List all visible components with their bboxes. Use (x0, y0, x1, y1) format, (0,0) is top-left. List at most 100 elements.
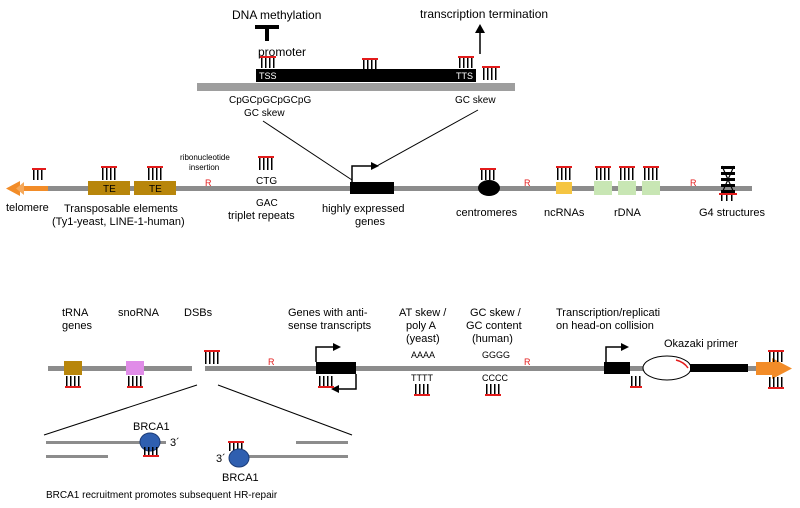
collision-label-2: on head-on collision (556, 320, 654, 332)
ribonucleotide-label-2: insertion (189, 163, 219, 172)
three-prime-bottom-label: 3´ (216, 453, 226, 465)
sense-arrow-icon (315, 346, 334, 362)
highly-expressed-label-1: highly expressed (322, 203, 405, 215)
zoom-line-dsb-right (217, 384, 353, 436)
highly-expressed-gene-body (350, 182, 394, 194)
zoom-line-left (262, 120, 353, 181)
gggg-label: GGGG (482, 350, 510, 360)
rloop-glyph-icon (143, 447, 159, 457)
rloop-glyph-icon (260, 56, 276, 68)
antisense-arrow-icon (338, 374, 357, 390)
at-skew-label-2: poly A (406, 320, 437, 332)
ribonucleotide-label-1: ribonucleotide (180, 153, 230, 162)
row2-left-track (48, 366, 192, 371)
antisense-arrowhead-icon (331, 385, 339, 393)
gc-skew-right-label: GC skew (455, 95, 496, 106)
zoom-line-right (374, 109, 479, 168)
rloop-glyph-icon (485, 384, 501, 396)
replicated-strand (690, 364, 748, 372)
cccc-label: CCCC (482, 373, 508, 383)
rloop-glyph-icon (768, 350, 784, 362)
trna-label-1: tRNA (62, 307, 89, 319)
centromere-shape (478, 180, 500, 196)
replication-bubble (642, 355, 692, 381)
r-marker-3: R (690, 178, 697, 188)
telomere-arrow-icon (6, 181, 48, 196)
ncrnas-label: ncRNAs (544, 207, 585, 219)
rloop-glyph-icon (482, 66, 500, 80)
collision-gene-arrow-icon (605, 346, 622, 362)
broken-end-top-strand (46, 441, 166, 444)
rloop-glyph-icon (414, 384, 430, 396)
telomere-end-arrow-icon (756, 358, 792, 379)
inset-dna-strand (197, 83, 515, 91)
brca1-caption: BRCA1 recruitment promotes subsequent HR… (46, 490, 278, 501)
tss-label: TSS (259, 71, 277, 81)
three-prime-top-label: 3´ (170, 437, 180, 449)
r-marker-row2-1: R (268, 357, 275, 367)
brca1-protein-top (139, 432, 161, 452)
rloop-glyph-icon (204, 350, 220, 364)
ctg-label: CTG (256, 176, 277, 187)
tttt-label: TTTT (411, 373, 433, 383)
rloop-glyph-icon (101, 166, 117, 180)
brca1-protein-bottom (228, 448, 250, 468)
antisense-gene-body (316, 362, 356, 374)
snorna-label: snoRNA (118, 307, 160, 319)
te-box-1 (88, 181, 130, 195)
zoom-line-dsb-left (43, 384, 198, 436)
promoter-label: promoter (258, 45, 306, 59)
snorna-box (126, 361, 144, 375)
rdna-box-3 (642, 181, 660, 195)
brca1-bottom-label: BRCA1 (222, 472, 259, 484)
rloop-glyph-icon (65, 376, 81, 388)
rloop-glyph-icon (643, 166, 659, 180)
rloop-glyph-icon (258, 156, 274, 170)
rloop-glyph-icon (147, 166, 163, 180)
okazaki-primer-label: Okazaki primer (664, 338, 738, 350)
dsbs-label: DSBs (184, 307, 213, 319)
row2: tRNA genes snoRNA DSBs R Genes with anti… (48, 307, 792, 396)
right-end-bottom-strand (238, 455, 348, 458)
rloop-glyph-icon (619, 166, 635, 180)
rloop-glyph-icon (630, 376, 642, 388)
row1: telomere TE TE Transposable elements (Ty… (6, 153, 766, 228)
row1-chromosome-track (40, 186, 752, 191)
gc-skew-label-2: GC content (466, 320, 522, 332)
sense-arrowhead-icon (333, 343, 341, 351)
at-skew-label-3: (yeast) (406, 333, 440, 345)
gc-skew-left-label: GC skew (244, 108, 285, 119)
transposable-elements-label: Transposable elements (64, 203, 178, 215)
transposable-examples-label: (Ty1-yeast, LINE-1-human) (52, 216, 185, 228)
triplet-repeats-label: triplet repeats (228, 210, 295, 222)
rloop-glyph-icon (318, 376, 334, 388)
centromeres-label: centromeres (456, 207, 518, 219)
brca1-top-label: BRCA1 (133, 421, 170, 433)
collision-gene-body (604, 362, 630, 374)
aaaa-label: AAAA (411, 350, 435, 360)
rloop-glyph-icon (32, 168, 46, 180)
r-marker-row2-2: R (524, 357, 531, 367)
gac-label: GAC (256, 198, 278, 209)
termination-arrowhead-icon (475, 24, 485, 33)
g4-structure-icon (719, 165, 737, 201)
rdna-box-1 (594, 181, 612, 195)
rloop-glyph-icon (595, 166, 611, 180)
transcription-termination-label: transcription termination (420, 7, 548, 21)
collision-label-1: Transcription/replicati (556, 307, 660, 319)
gc-skew-label-3: (human) (472, 333, 513, 345)
telomere-arrow-inner-icon (16, 182, 24, 195)
te-box-2 (134, 181, 176, 195)
inhibition-stem-icon (265, 25, 269, 41)
okazaki-primer-mark (675, 359, 689, 369)
rloop-glyph-icon (768, 377, 784, 389)
rloop-glyph-icon (127, 376, 143, 388)
gene-promoter-arrow-icon (351, 165, 372, 182)
gene-arrowhead-icon (371, 162, 379, 170)
row2-right-track (205, 366, 765, 371)
cpg-label: CpGCpGCpGCpG (229, 95, 311, 106)
dna-methylation-label: DNA methylation (232, 8, 321, 22)
rloop-glyph-icon (556, 166, 572, 180)
inset-gene-body (256, 69, 476, 82)
rdna-box-2 (618, 181, 636, 195)
